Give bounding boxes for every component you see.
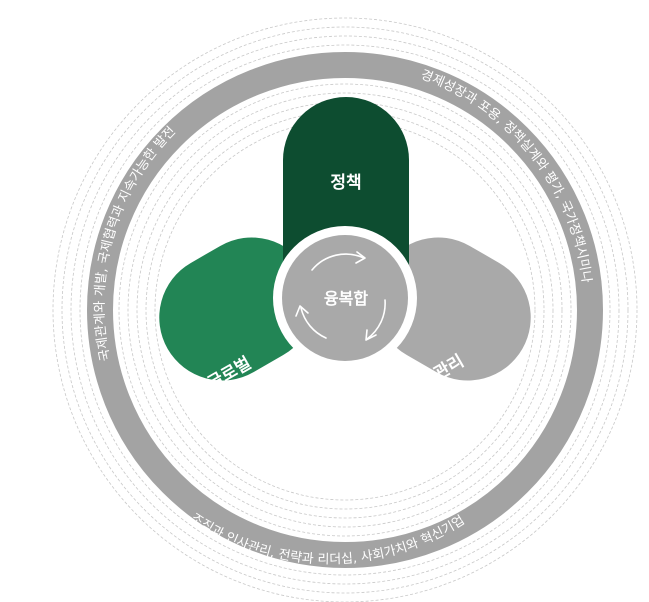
dashed-ring-outer-2 [70, 35, 620, 585]
petal-management[interactable] [352, 214, 554, 403]
dashed-ring-outer-4 [52, 17, 638, 602]
dashed-ring-inner-1 [118, 83, 572, 537]
petal-global-shape [159, 237, 315, 381]
dashed-ring-outer-3 [61, 26, 629, 594]
petal-label-policy: 정책 [330, 173, 361, 193]
dashed-ring-inner-2 [127, 92, 563, 528]
dashed-ring-outer-1 [79, 44, 611, 576]
dashed-ring-inner-3 [136, 101, 554, 519]
cycle-arrows-icon [295, 251, 386, 341]
center-label: 융복합 [324, 289, 368, 308]
petal-management-shape [375, 237, 531, 381]
dashed-rings [52, 17, 638, 602]
outer-gray-ring [87, 52, 603, 568]
dashed-ring-inner-5 [154, 119, 536, 501]
petal-global[interactable] [136, 214, 338, 403]
